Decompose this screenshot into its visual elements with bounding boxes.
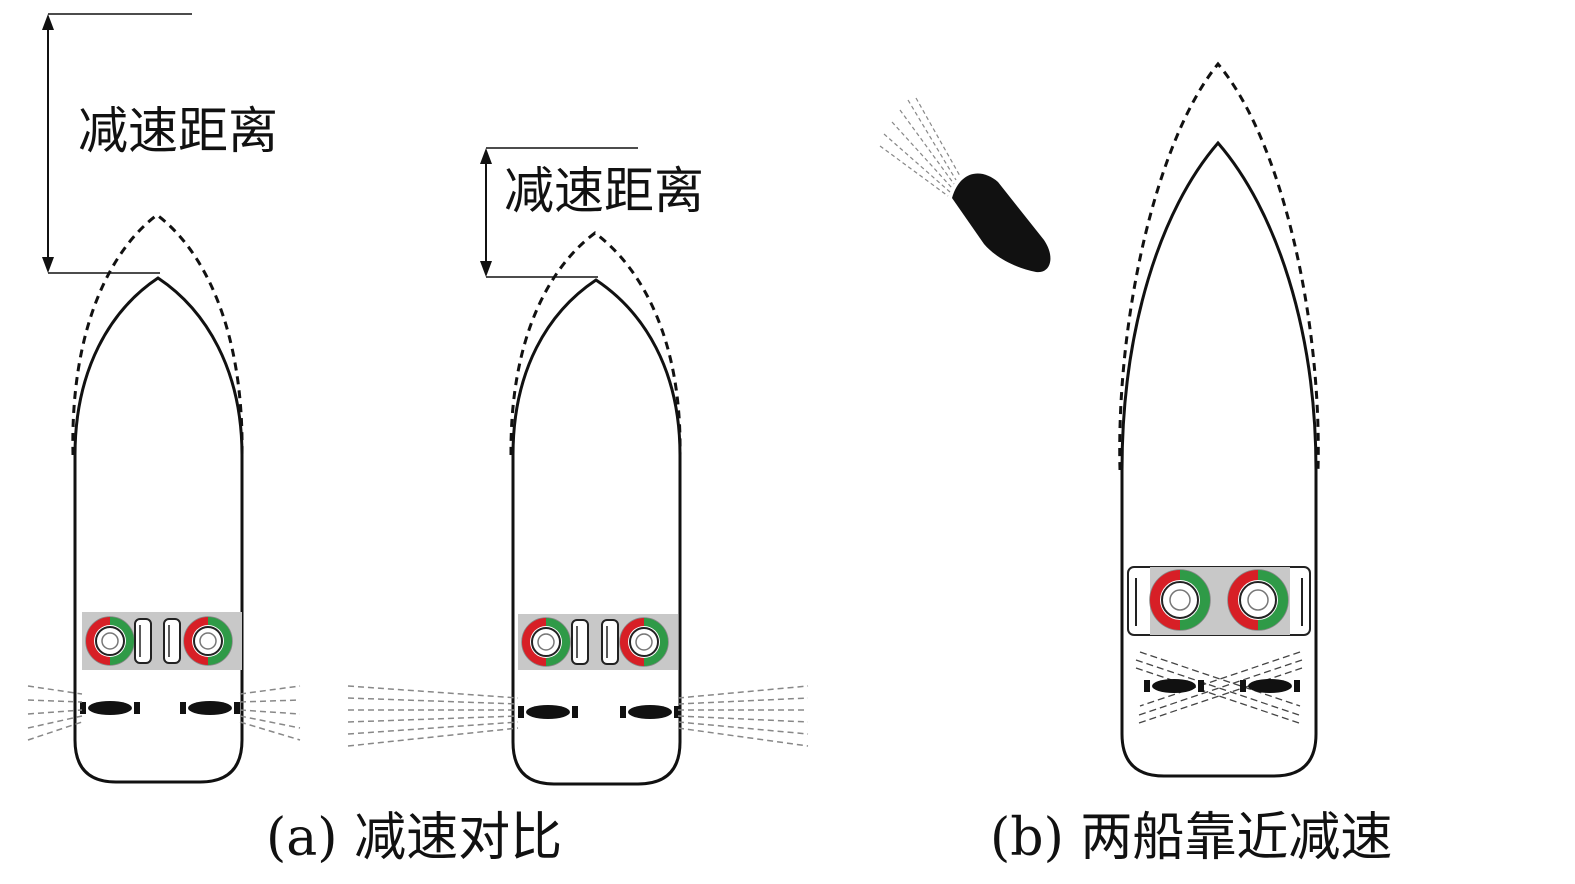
speed-dial-icon	[619, 617, 669, 667]
panel-b-scene	[879, 61, 1320, 778]
throttle-handle-icon	[601, 619, 619, 665]
throttle-handle-icon	[134, 618, 152, 664]
speed-dial-icon	[521, 617, 571, 667]
wake-lines-right-2	[677, 685, 809, 747]
speed-dial-icon	[1227, 569, 1289, 631]
speed-dial-icon	[183, 616, 233, 666]
ship-3-hull	[1120, 140, 1318, 778]
caption-panel-a: (a) 减速对比	[266, 808, 563, 868]
deceleration-distance-label-short: 减速距离	[504, 162, 704, 220]
wake-lines-left-2	[347, 685, 519, 747]
wake-lines-crossing	[1135, 651, 1303, 725]
speed-dial-icon	[85, 616, 135, 666]
ship-2-dashed-bow	[509, 231, 682, 456]
ship-2	[347, 147, 809, 786]
wake-lines-right-1	[239, 685, 301, 741]
wake-lines-left-1	[27, 685, 83, 741]
throttle-handle-icon	[571, 619, 589, 665]
throttle-handle-icon	[163, 618, 181, 664]
caption-panel-b: (b) 两船靠近减速	[990, 808, 1393, 868]
speed-dial-icon	[1149, 569, 1211, 631]
wake-lines-small-boat	[879, 97, 961, 197]
ship-1-dashed-bow	[71, 213, 244, 456]
ship-1	[27, 13, 301, 784]
ship-3-dashed-bow	[1118, 61, 1320, 471]
deceleration-distance-label-long: 减速距离	[78, 102, 278, 160]
small-boat-icon	[879, 97, 1051, 273]
